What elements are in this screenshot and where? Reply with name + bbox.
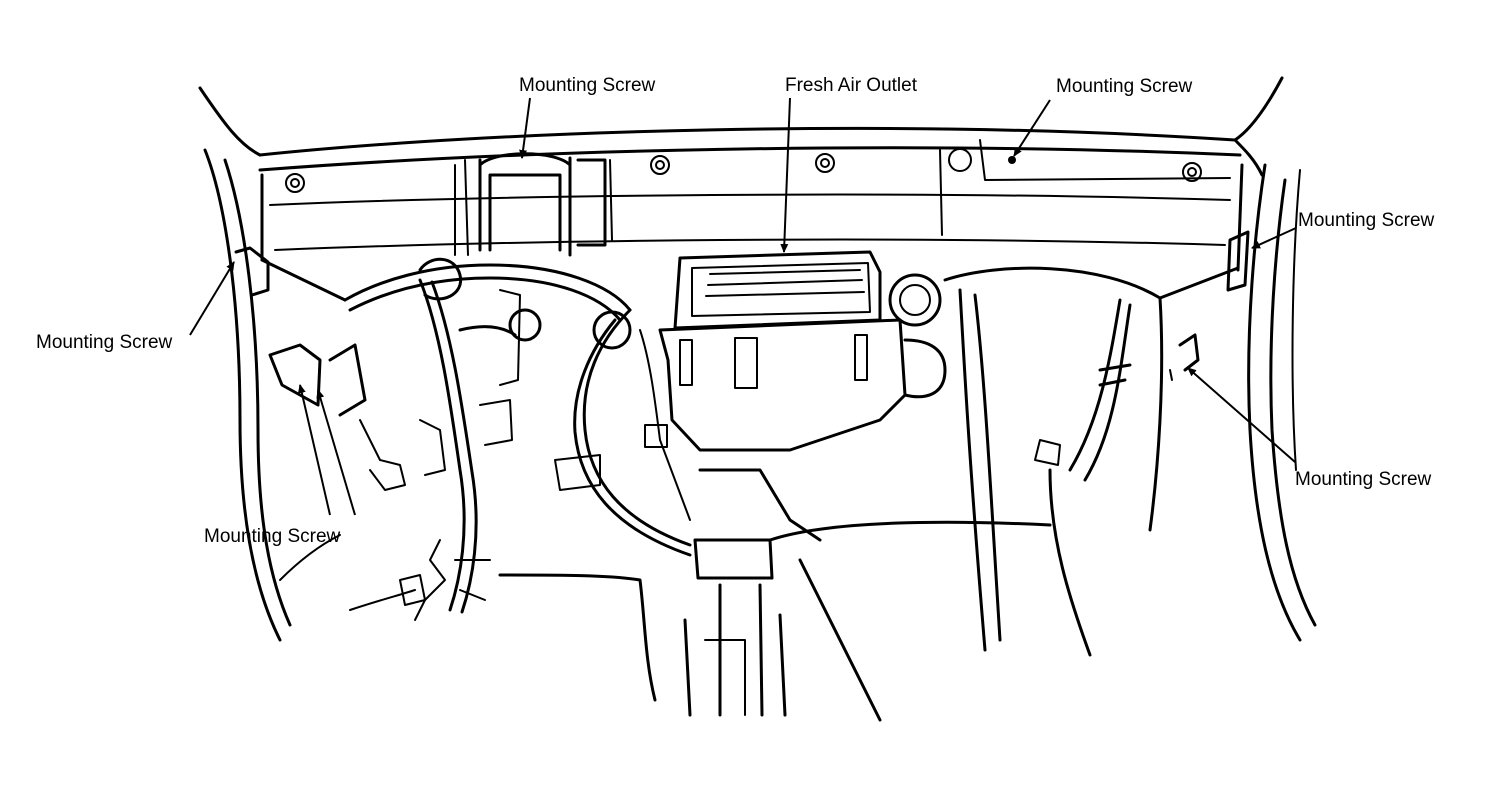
leader-right-lower-screw: [1187, 367, 1296, 463]
leader-top-right-screw: [1013, 99, 1051, 157]
dash-top-rail: [258, 126, 1264, 272]
callout-bottom-left-screw-label: Mounting Screw: [204, 526, 341, 547]
callout-left-screw-label: Mounting Screw: [36, 332, 173, 353]
leader-left-screw: [189, 261, 235, 336]
callout-right-upper-screw: Mounting Screw: [1251, 210, 1435, 249]
callout-top-right-screw-label: Mounting Screw: [1056, 76, 1193, 97]
heater-housing: [658, 250, 947, 452]
right-floor-duct: [943, 266, 1200, 657]
wiring-harness: [343, 257, 692, 621]
callout-top-left-screw-label: Mounting Screw: [519, 75, 656, 96]
callout-top-right-screw: Mounting Screw: [1013, 76, 1193, 157]
center-bracket: [454, 152, 607, 257]
left-floor: [279, 534, 657, 702]
center-console: [554, 454, 1052, 722]
callout-right-lower-screw: Mounting Screw: [1187, 367, 1432, 490]
left-relay-block: [268, 289, 521, 491]
callout-fresh-air-outlet-label: Fresh Air Outlet: [785, 75, 918, 96]
callout-bottom-left-screw: Mounting Screw: [204, 384, 356, 547]
callout-right-lower-screw-label: Mounting Screw: [1295, 469, 1432, 490]
body-outline: [198, 76, 1317, 642]
mounting-holes: [285, 148, 1202, 193]
callouts: Mounting Screw Fresh Air Outlet Mounting…: [36, 75, 1435, 547]
callout-fresh-air-outlet: Fresh Air Outlet: [780, 75, 918, 253]
leader-bottom-left-screw-b: [297, 384, 331, 516]
leader-top-left-screw: [519, 97, 531, 159]
leader-bottom-left-screw-a: [316, 389, 356, 516]
callout-right-upper-screw-label: Mounting Screw: [1298, 210, 1435, 231]
side-braces: [234, 230, 1250, 302]
callout-top-left-screw: Mounting Screw: [519, 75, 656, 159]
leader-fresh-air-outlet: [780, 97, 791, 253]
callout-left-screw: Mounting Screw: [36, 261, 235, 353]
leader-right-upper-screw: [1251, 227, 1297, 249]
